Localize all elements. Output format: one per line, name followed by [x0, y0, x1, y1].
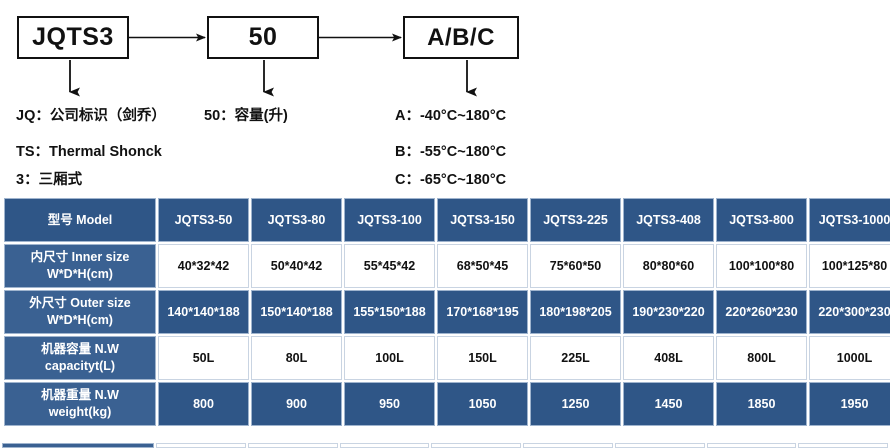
row-label-line2: capacityt(L) — [44, 359, 116, 373]
header-cell-label: 型号 Model — [4, 198, 156, 242]
cell-weight-1: 900 — [251, 382, 342, 426]
cell-inner-size-7: 100*125*80 — [809, 244, 890, 288]
specification-table: 型号 Model JQTS3-50 JQTS3-80 JQTS3-100 JQT… — [2, 196, 890, 428]
header-cell-model-0: JQTS3-50 — [158, 198, 249, 242]
cell-capacity-0: 50L — [158, 336, 249, 380]
table-header-row: 型号 Model JQTS3-50 JQTS3-80 JQTS3-100 JQT… — [4, 198, 890, 242]
table-row: 机器容量 N.W capacityt(L) 50L 80L 100L 150L … — [4, 336, 890, 380]
cell-weight-2: 950 — [344, 382, 435, 426]
row-label-line1: 外尺寸 Outer size — [29, 296, 131, 311]
cell-inner-size-2: 55*45*42 — [344, 244, 435, 288]
cell-inner-size-5: 80*80*60 — [623, 244, 714, 288]
partial-row-label — [2, 443, 154, 448]
table-row-partial-cutoff — [2, 443, 888, 448]
header-cell-model-7: JQTS3-1000 — [809, 198, 890, 242]
legend-temp-a: A：-40°C~180°C — [395, 108, 507, 124]
cell-capacity-5: 408L — [623, 336, 714, 380]
cell-weight-0: 800 — [158, 382, 249, 426]
table-row: 外尺寸 Outer size W*D*H(cm) 140*140*188 150… — [4, 290, 890, 334]
code-box-model: JQTS3 — [17, 16, 129, 59]
table-row: 机器重量 N.W weight(kg) 800 900 950 1050 125… — [4, 382, 890, 426]
legend-temp-b: B：-55°C~180°C — [395, 144, 507, 160]
header-cell-model-2: JQTS3-100 — [344, 198, 435, 242]
cell-inner-size-3: 68*50*45 — [437, 244, 528, 288]
diagram-arrows — [69, 33, 477, 97]
cell-outer-size-0: 140*140*188 — [158, 290, 249, 334]
header-cell-model-1: JQTS3-80 — [251, 198, 342, 242]
cell-inner-size-4: 75*60*50 — [530, 244, 621, 288]
partial-cell — [798, 443, 888, 448]
cell-inner-size-1: 50*40*42 — [251, 244, 342, 288]
legend-temp-c: C：-65°C~180°C — [395, 172, 507, 188]
cell-weight-7: 1950 — [809, 382, 890, 426]
cell-weight-5: 1450 — [623, 382, 714, 426]
row-label-line1: 机器重量 N.W — [41, 388, 119, 403]
cell-capacity-6: 800L — [716, 336, 807, 380]
row-label-line2: W*D*H(cm) — [47, 313, 113, 327]
partial-cell — [431, 443, 521, 448]
header-cell-model-6: JQTS3-800 — [716, 198, 807, 242]
cell-capacity-3: 150L — [437, 336, 528, 380]
code-box-volume: 50 — [207, 16, 319, 59]
header-cell-model-3: JQTS3-150 — [437, 198, 528, 242]
partial-cell — [706, 443, 797, 448]
code-box-temperature: A/B/C — [403, 16, 519, 59]
table-row: 内尺寸 Inner size W*D*H(cm) 40*32*42 50*40*… — [4, 244, 890, 288]
row-label-machine-weight: 机器重量 N.W weight(kg) — [4, 382, 156, 426]
row-label-machine-capacity: 机器容量 N.W capacityt(L) — [4, 336, 156, 380]
row-label-line2: W*D*H(cm) — [47, 267, 113, 281]
cell-inner-size-6: 100*100*80 — [716, 244, 807, 288]
cell-outer-size-5: 190*230*220 — [623, 290, 714, 334]
row-label-line1: 内尺寸 Inner size — [30, 250, 130, 265]
cell-weight-6: 1850 — [716, 382, 807, 426]
row-label-line2: weight(kg) — [48, 405, 112, 419]
cell-weight-4: 1250 — [530, 382, 621, 426]
row-label-inner-size: 内尺寸 Inner size W*D*H(cm) — [4, 244, 156, 288]
partial-cell — [523, 443, 613, 448]
model-code-diagram: JQTS3 50 A/B/C JQ：公司标识（剑乔） TS：Thermal Sh… — [0, 0, 890, 192]
cell-inner-size-0: 40*32*42 — [158, 244, 249, 288]
partial-cell — [156, 443, 246, 448]
cell-capacity-4: 225L — [530, 336, 621, 380]
header-cell-model-5: JQTS3-408 — [623, 198, 714, 242]
cell-outer-size-6: 220*260*230 — [716, 290, 807, 334]
cell-capacity-1: 80L — [251, 336, 342, 380]
cell-capacity-2: 100L — [344, 336, 435, 380]
cell-outer-size-2: 155*150*188 — [344, 290, 435, 334]
cell-outer-size-3: 170*168*195 — [437, 290, 528, 334]
cell-capacity-7: 1000L — [809, 336, 890, 380]
partial-cell — [247, 443, 338, 448]
legend-ts: TS：Thermal Shonck — [16, 144, 162, 160]
legend-jq: JQ：公司标识（剑乔） — [16, 108, 166, 124]
legend-volume: 50：容量(升) — [204, 108, 288, 124]
cell-outer-size-1: 150*140*188 — [251, 290, 342, 334]
row-label-outer-size: 外尺寸 Outer size W*D*H(cm) — [4, 290, 156, 334]
row-label-line1: 机器容量 N.W — [41, 342, 119, 357]
partial-cell — [339, 443, 430, 448]
cell-outer-size-4: 180*198*205 — [530, 290, 621, 334]
header-cell-model-4: JQTS3-225 — [530, 198, 621, 242]
legend-3: 3：三厢式 — [16, 172, 83, 188]
cell-weight-3: 1050 — [437, 382, 528, 426]
partial-cell — [614, 443, 705, 448]
cell-outer-size-7: 220*300*230 — [809, 290, 890, 334]
